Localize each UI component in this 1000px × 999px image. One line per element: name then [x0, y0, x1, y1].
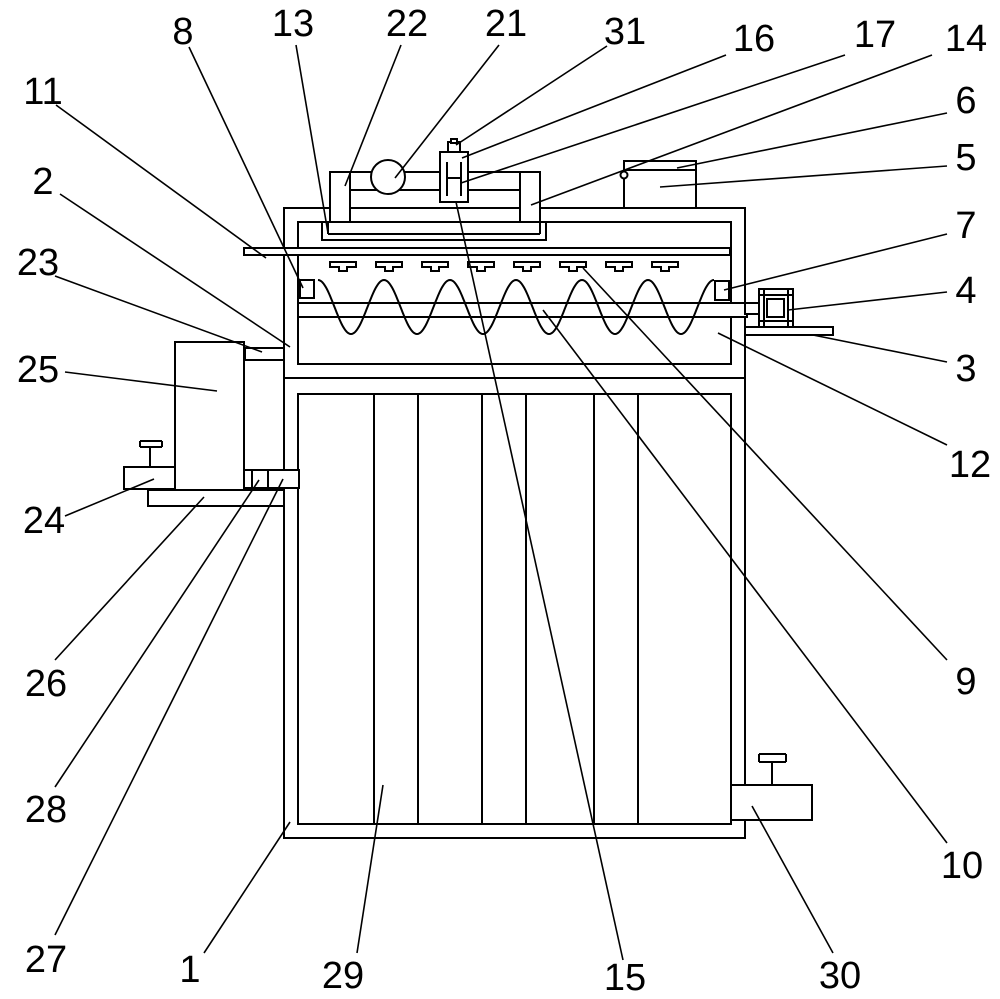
label-10: 10: [941, 845, 983, 887]
label-4: 4: [955, 270, 976, 312]
nozzle: [375, 261, 403, 272]
label-27: 27: [25, 939, 67, 981]
label-1: 1: [179, 949, 200, 991]
label-14: 14: [945, 18, 987, 60]
leader-lines: [54, 44, 948, 961]
spray-rod: [243, 247, 731, 256]
part-labels: 8 13 22 21 31 16 17 14 6 5 7 4 3 12 9 10…: [17, 3, 991, 999]
top-frame: [321, 171, 547, 241]
filter-plates: [373, 394, 639, 824]
label-22: 22: [386, 3, 428, 45]
label-2: 2: [32, 161, 53, 203]
label-31: 31: [604, 11, 646, 53]
label-5: 5: [955, 137, 976, 179]
label-24: 24: [23, 500, 65, 542]
label-12: 12: [949, 444, 991, 486]
nozzle: [651, 261, 679, 272]
label-26: 26: [25, 663, 67, 705]
label-16: 16: [733, 18, 775, 60]
label-3: 3: [955, 348, 976, 390]
label-6: 6: [955, 80, 976, 122]
drain-valve: [730, 753, 813, 821]
label-17: 17: [854, 14, 896, 56]
label-30: 30: [819, 955, 861, 997]
label-11: 11: [23, 71, 62, 113]
side-assembly: [123, 341, 300, 507]
label-8: 8: [172, 11, 193, 53]
label-23: 23: [17, 242, 59, 284]
auger: [297, 278, 748, 336]
pulley-circle: [370, 159, 406, 195]
label-15: 15: [604, 957, 646, 999]
nozzle: [559, 261, 587, 272]
nozzle: [605, 261, 633, 272]
label-13: 13: [272, 3, 314, 45]
label-29: 29: [322, 955, 364, 997]
cylinder-assembly: [439, 138, 469, 203]
nozzle: [421, 261, 449, 272]
label-7: 7: [955, 205, 976, 247]
nozzle: [513, 261, 541, 272]
spray-nozzles: [329, 261, 679, 272]
label-9: 9: [955, 661, 976, 703]
label-28: 28: [25, 789, 67, 831]
nozzle: [329, 261, 357, 272]
label-21: 21: [485, 3, 527, 45]
motor-bracket: [744, 288, 834, 336]
label-25: 25: [17, 349, 59, 391]
